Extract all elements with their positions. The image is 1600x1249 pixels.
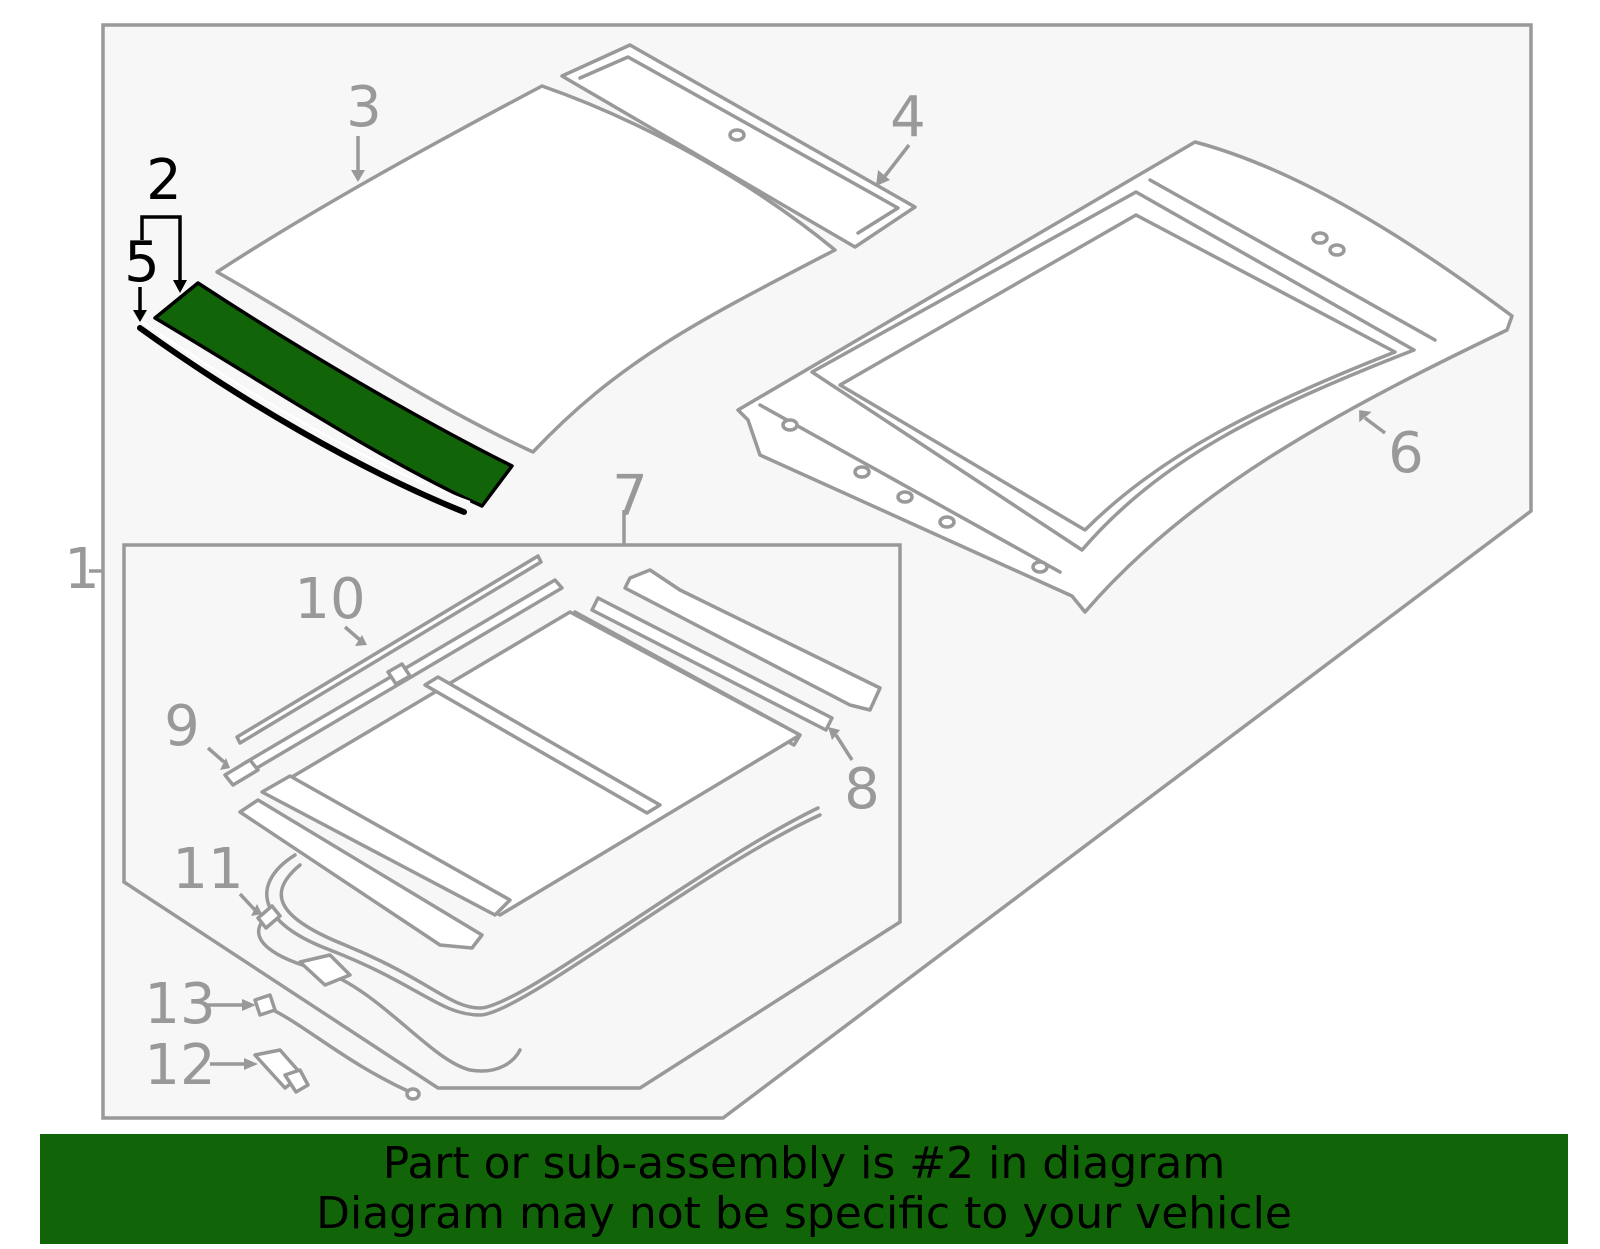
callout-13: 13 (144, 972, 215, 1037)
callout-4: 4 (890, 85, 926, 150)
info-banner: Part or sub-assembly is #2 in diagram Di… (40, 1134, 1568, 1244)
callout-12: 12 (144, 1033, 215, 1098)
part-2-seal-highlight[interactable] (153, 281, 514, 508)
leader-lines (89, 136, 1387, 1070)
callout-9: 9 (164, 694, 200, 759)
callout-11: 11 (172, 837, 243, 902)
part-5-weatherstrip[interactable] (137, 325, 467, 515)
callout-1: 1 (64, 537, 100, 602)
part-9-clip[interactable] (223, 758, 260, 787)
part-10-rail[interactable] (235, 554, 564, 774)
part-11-hose[interactable] (256, 904, 522, 1073)
callout-3: 3 (346, 75, 382, 140)
callout-2: 2 (146, 148, 182, 213)
part-13-hose-end[interactable] (253, 993, 421, 1101)
banner-line-1: Part or sub-assembly is #2 in diagram (382, 1138, 1226, 1189)
part-6-housing[interactable] (736, 140, 1514, 614)
callout-8: 8 (844, 757, 880, 822)
part-12-connector[interactable] (253, 1048, 310, 1094)
callout-5: 5 (124, 230, 160, 295)
leader-lines-active (133, 215, 187, 322)
part-7-mechanism[interactable] (238, 610, 822, 1017)
callout-10: 10 (294, 567, 365, 632)
callout-6: 6 (1388, 421, 1424, 486)
banner-line-2: Diagram may not be specific to your vehi… (316, 1188, 1292, 1239)
part-4-panel[interactable] (560, 43, 917, 249)
callout-7: 7 (612, 464, 648, 529)
part-5-weatherstrip-inner (141, 321, 471, 503)
part-3-glass[interactable] (215, 84, 837, 454)
